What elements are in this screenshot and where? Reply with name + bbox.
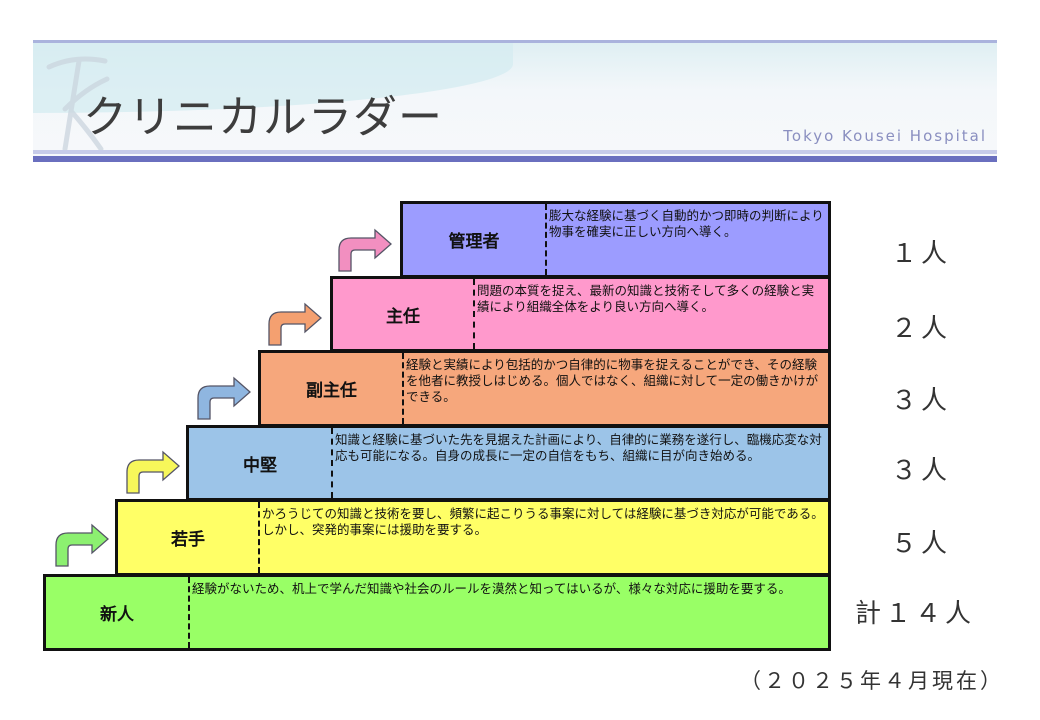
level-description: 経験がないため、机上で学んだ知識や社会のルールを漠然と知ってはいるが、様々な対応… bbox=[192, 581, 791, 596]
step-up-arrow-icon bbox=[197, 376, 251, 420]
ladder-step: 若手かろうじての知識と技術を要し、頻繁に起こりうる事案に対しては経験に基づき対応… bbox=[115, 499, 831, 576]
level-name: 主任 bbox=[333, 279, 475, 349]
staff-count: 計１４人 bbox=[854, 599, 975, 629]
level-name: 中堅 bbox=[189, 428, 333, 498]
ladder-step: 管理者膨大な経験に基づく自動的かつ即時の判断により物事を確実に正しい方向へ導く。 bbox=[400, 201, 831, 278]
divider bbox=[33, 156, 997, 162]
level-description: かろうじての知識と技術を要し、頻繁に起こりうる事案に対しては経験に基づき対応が可… bbox=[262, 506, 824, 537]
ladder-step: 主任問題の本質を捉え、最新の知識と技術そして多くの経験と実績により組織全体をより… bbox=[330, 276, 831, 352]
as-of-date: （２０２５年４月現在） bbox=[740, 669, 1004, 693]
step-up-arrow-icon bbox=[55, 523, 109, 567]
level-description: 知識と経験に基づいた先を見据えた計画により、自律的に業務を遂行し、臨機応変な対応… bbox=[335, 432, 822, 463]
staff-count: ２人 bbox=[890, 314, 951, 344]
level-description: 問題の本質を捉え、最新の知識と技術そして多くの経験と実績により組織全体をより良い… bbox=[477, 283, 815, 314]
staff-count: １人 bbox=[890, 239, 951, 269]
level-description: 経験と実績により包括的かつ自律的に物事を捉えることができ、その経験を他者に教授し… bbox=[406, 357, 819, 404]
ladder-step: 副主任経験と実績により包括的かつ自律的に物事を捉えることができ、その経験を他者に… bbox=[258, 350, 831, 427]
staff-count: ３人 bbox=[890, 456, 951, 486]
level-name: 管理者 bbox=[403, 204, 547, 275]
level-description: 膨大な経験に基づく自動的かつ即時の判断により物事を確実に正しい方向へ導く。 bbox=[549, 208, 824, 239]
level-name: 新人 bbox=[46, 577, 190, 648]
staff-count: ３人 bbox=[890, 386, 951, 416]
staff-count: ５人 bbox=[890, 529, 951, 559]
header-banner: クリニカルラダー Tokyo Kousei Hospital bbox=[33, 40, 997, 162]
step-up-arrow-icon bbox=[338, 228, 392, 272]
page-title: クリニカルラダー bbox=[83, 92, 443, 143]
step-up-arrow-icon bbox=[126, 450, 180, 494]
hospital-logo bbox=[46, 56, 110, 152]
level-name: 若手 bbox=[118, 502, 260, 573]
ladder-step: 新人経験がないため、机上で学んだ知識や社会のルールを漠然と知ってはいるが、様々な… bbox=[43, 574, 831, 651]
hospital-name: Tokyo Kousei Hospital bbox=[783, 127, 987, 145]
divider bbox=[33, 150, 997, 154]
ladder-step: 中堅知識と経験に基づいた先を見据えた計画により、自律的に業務を遂行し、臨機応変な… bbox=[186, 425, 831, 501]
level-name: 副主任 bbox=[261, 353, 404, 424]
step-up-arrow-icon bbox=[268, 302, 322, 346]
